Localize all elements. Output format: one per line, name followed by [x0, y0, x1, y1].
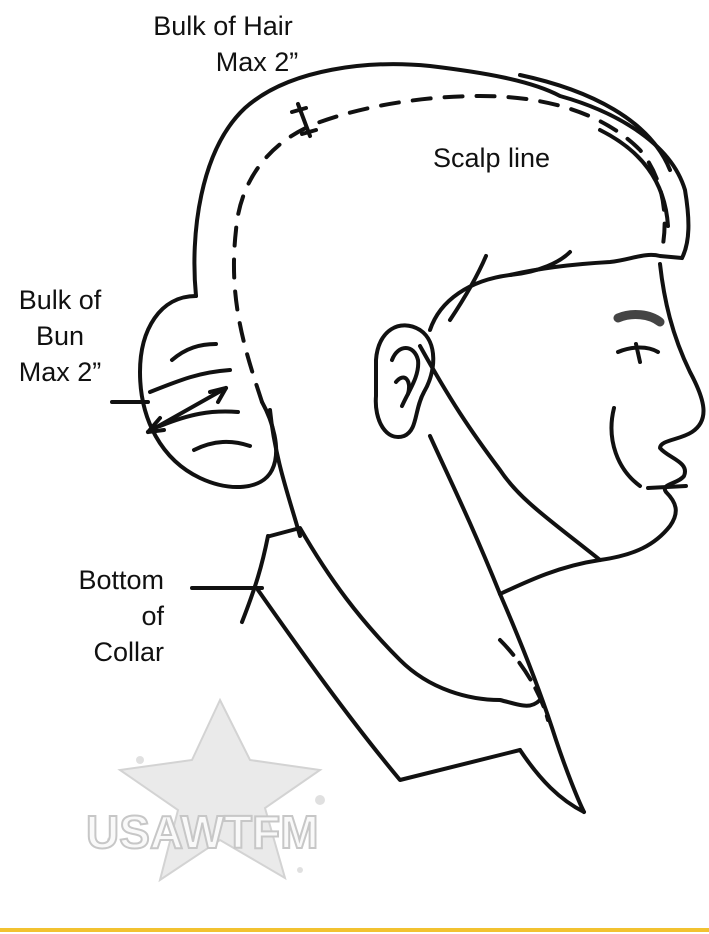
label-line: Max 2”: [108, 44, 338, 80]
collar: [270, 528, 540, 706]
cheek-line: [612, 408, 640, 486]
scalp-line-label: Scalp line: [433, 140, 550, 176]
label-line: Bulk of Hair: [108, 8, 338, 44]
bun-detail: [194, 442, 250, 450]
eye: [618, 344, 658, 362]
bulk-of-hair-label: Bulk of Hair Max 2”: [108, 8, 338, 80]
label-line: Bun: [4, 318, 116, 354]
ear-inner: [396, 378, 409, 394]
bun-bulk-arrow: [112, 388, 226, 432]
accent-rule: [0, 928, 709, 932]
mouth: [648, 486, 686, 488]
face-profile: [500, 264, 704, 594]
label-line: Max 2”: [4, 354, 116, 390]
watermark-logo: USAWTFM: [86, 700, 325, 880]
eyebrow: [618, 315, 660, 322]
bottom-of-collar-label: Bottom of Collar: [32, 562, 164, 670]
label-line: of: [32, 598, 164, 634]
ear: [376, 325, 433, 437]
jaw-line: [420, 346, 600, 560]
collar: [242, 536, 268, 622]
bulk-of-bun-label: Bulk of Bun Max 2”: [4, 282, 116, 390]
neck-front: [430, 436, 500, 594]
bun-detail: [172, 344, 216, 360]
label-line: Bottom: [32, 562, 164, 598]
label-line: Bulk of: [4, 282, 116, 318]
hair-strand: [450, 256, 486, 320]
collar-point: [520, 750, 584, 812]
collar-edge: [258, 590, 520, 780]
watermark-text: USAWTFM: [86, 806, 319, 858]
label-line: Collar: [32, 634, 164, 670]
